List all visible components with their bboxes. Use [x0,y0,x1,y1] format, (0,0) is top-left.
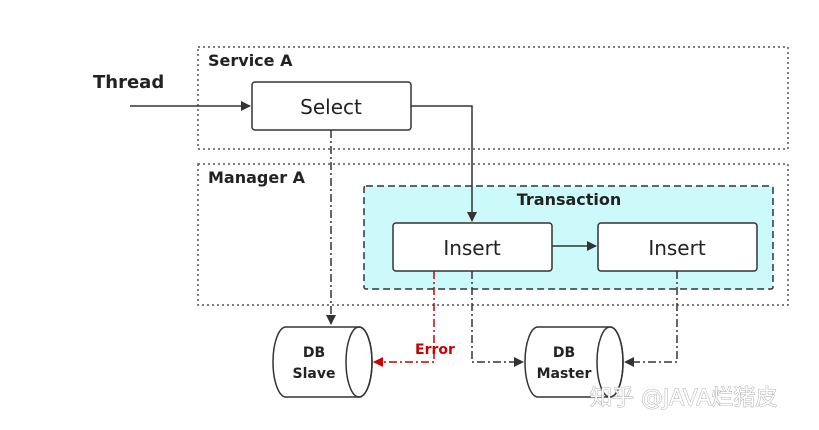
db-master-line2: Master [537,366,592,382]
manager-a-container [197,163,789,306]
transaction-label: Transaction [517,190,622,209]
db-slave: DB Slave [272,326,373,398]
service-a-container [197,46,789,150]
watermark: 知乎 @JAVA烂猪皮 [590,386,777,411]
thread-label: Thread [93,72,164,93]
manager-a-label: Manager A [208,168,306,187]
select-node-label: Select [300,95,362,119]
error-label: Error [415,342,455,358]
insert-1-to-master-arrow [471,271,524,367]
db-slave-line1: DB [303,345,325,361]
service-a-label: Service A [208,51,293,70]
insert-node-1-label: Insert [443,236,501,260]
db-slave-line2: Slave [293,366,336,382]
insert-node-2-label: Insert [648,236,706,260]
db-master: DB Master [524,326,624,398]
select-to-insert-arrow [411,105,477,222]
error-arrow [373,271,435,367]
db-master-line1: DB [553,345,575,361]
insert-2-to-master-arrow [624,271,678,367]
